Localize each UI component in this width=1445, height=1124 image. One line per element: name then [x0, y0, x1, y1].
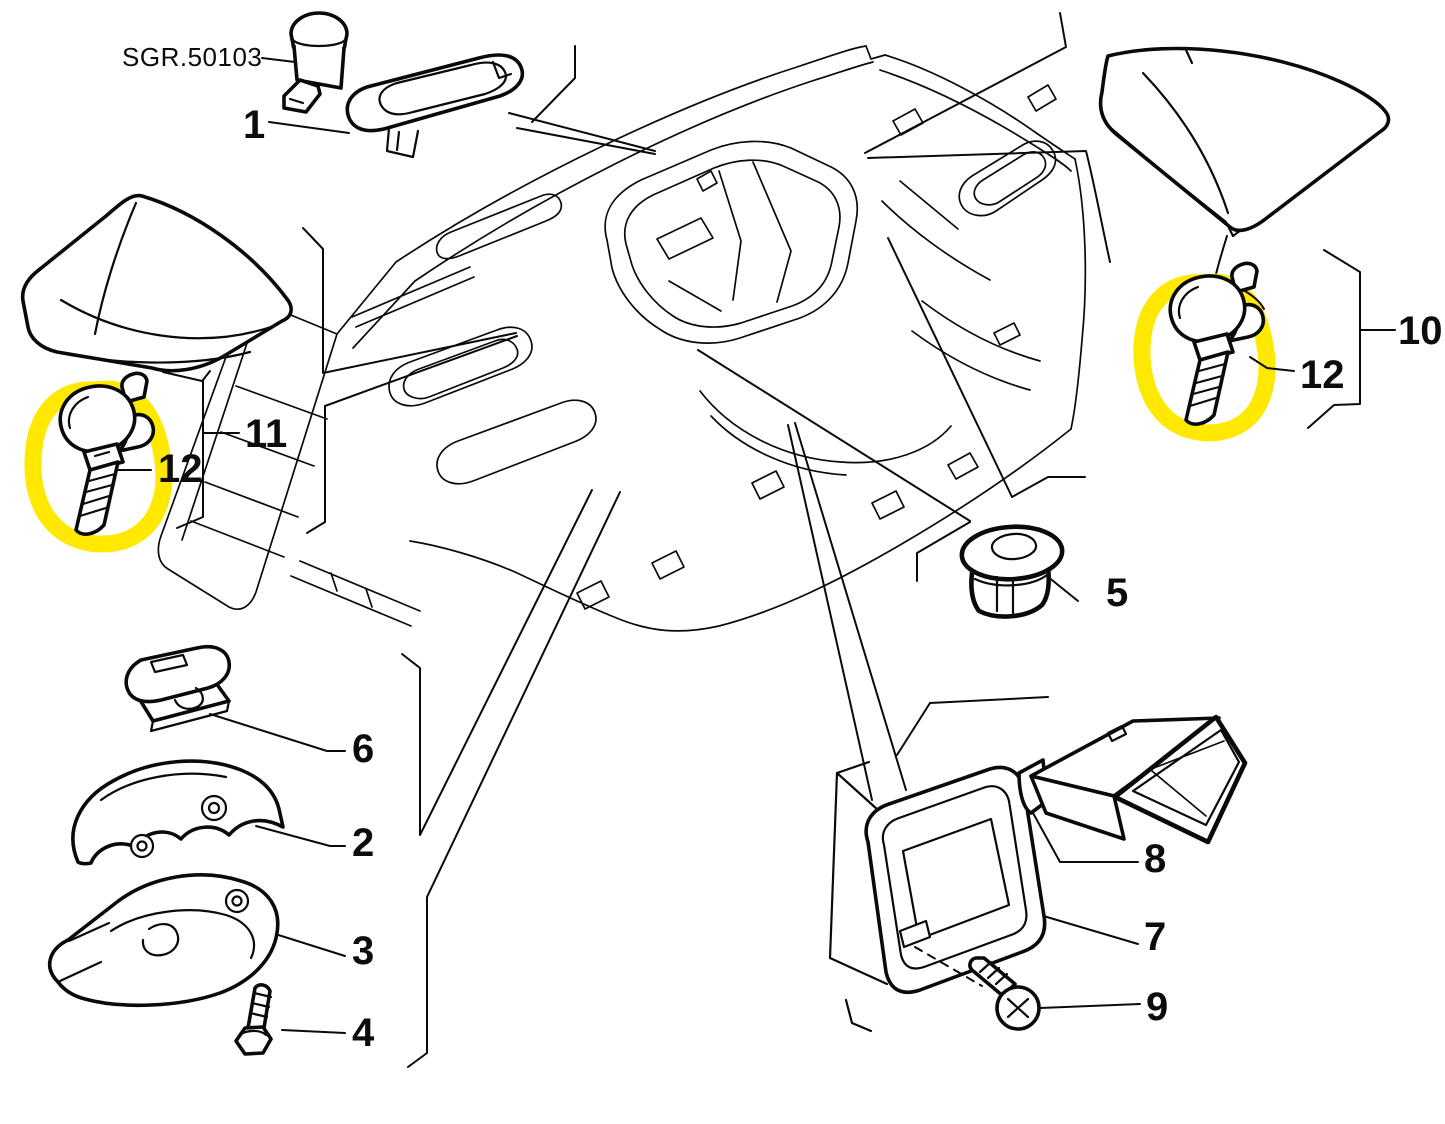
- leader-lines-and-brackets: [162, 12, 1396, 1068]
- column-shroud-upper-part-2-drawing: [71, 759, 285, 866]
- callout-9: 9: [1146, 985, 1168, 1029]
- callout-7: 7: [1144, 915, 1166, 959]
- callout-8: 8: [1144, 837, 1166, 881]
- dashboard-frame-drawing: [157, 45, 1087, 632]
- group-code-label: SGR.50103: [122, 42, 262, 72]
- grommet-part-5-drawing: [959, 524, 1065, 619]
- callout-6: 6: [352, 727, 374, 771]
- callout-12-right: 12: [1300, 353, 1345, 397]
- callout-10: 10: [1398, 309, 1443, 353]
- bezel-part-1-drawing: [345, 53, 525, 159]
- callout-2: 2: [352, 821, 374, 865]
- screw-part-9-drawing: [968, 956, 1041, 1031]
- storage-box-part-8-drawing: [1017, 714, 1248, 845]
- callout-3: 3: [352, 929, 374, 973]
- callout-1: 1: [243, 103, 265, 147]
- sgr-sensor-drawing: [282, 11, 349, 114]
- column-shroud-lower-part-3-drawing: [47, 873, 280, 1008]
- callout-labels: SGR.50103 1 11 12 10 12 5 6 2 3 4 8 7 9: [122, 42, 1443, 1055]
- screw-part-4-drawing: [234, 983, 273, 1056]
- callout-12-left: 12: [158, 447, 203, 491]
- clip-part-6-drawing: [124, 645, 232, 733]
- trim-panel-part-10-drawing: [1098, 46, 1391, 238]
- callout-4: 4: [352, 1011, 375, 1055]
- sensor-part-12-left: [24, 371, 173, 553]
- sensor-part-12-right: [1133, 261, 1295, 442]
- callout-5: 5: [1106, 571, 1128, 615]
- callout-11: 11: [245, 412, 287, 456]
- pocket-frame-part-7-drawing: [828, 760, 1047, 1033]
- trim-panel-part-11-drawing: [20, 193, 293, 373]
